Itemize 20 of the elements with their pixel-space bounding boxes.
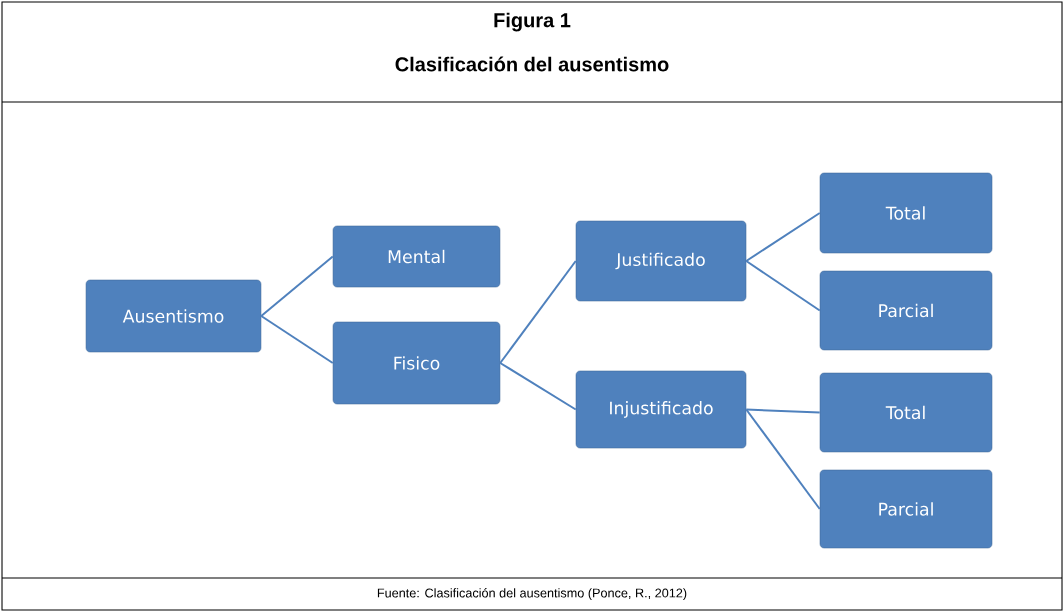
figure-title: Clasificación del ausentismo — [395, 56, 669, 72]
category-box: Parcial — [819, 270, 993, 351]
category-box: Fisico — [332, 321, 501, 405]
category-box: Justificado — [575, 220, 747, 302]
source-caption: Fuente: Clasificación del ausentismo (Ponce, R., 2012) — [377, 588, 687, 600]
connector-line — [260, 255, 334, 317]
category-box: Injustificado — [575, 370, 747, 449]
category-box: Parcial — [819, 469, 993, 549]
category-box: Total — [819, 372, 993, 453]
connector-line — [745, 408, 821, 414]
category-box: Total — [819, 172, 993, 254]
connector-line — [745, 212, 821, 262]
connector-line — [499, 260, 577, 364]
connector-line — [260, 315, 334, 364]
category-box: Mental — [332, 225, 501, 288]
connector-line — [745, 260, 821, 312]
figure-number: Figura 1 — [494, 12, 571, 32]
connector-line — [499, 362, 577, 411]
connector-line — [745, 408, 821, 510]
category-box: Ausentismo — [85, 279, 262, 353]
